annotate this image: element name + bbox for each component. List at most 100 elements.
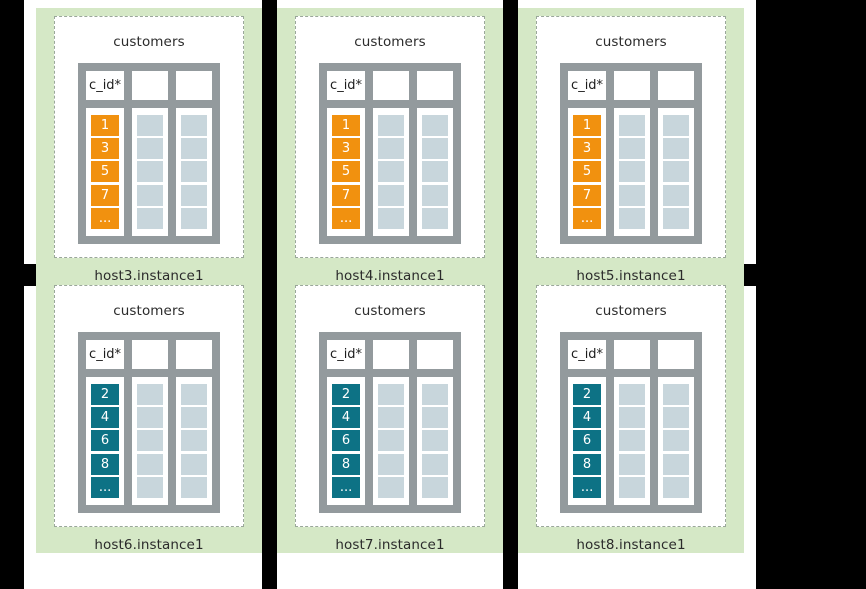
value-cell [662,407,690,429]
value-cell [377,207,405,229]
instance-host3[interactable]: customers c_id* 1 3 5 7 ... [54,16,244,284]
key-cell: 7 [90,184,120,206]
table-body: 2 4 6 8 ... [568,377,695,505]
key-cell: 8 [331,453,361,475]
key-column: 2 4 6 8 ... [327,377,366,505]
page-margin-col2-bottom [277,553,503,589]
value-cell [618,207,646,229]
host-label: host3.instance1 [94,268,204,284]
page-margin-col1-bottom [36,553,262,589]
header-cell-c-id: c_id* [568,340,607,369]
header-cell-3 [658,71,695,100]
database-card: customers c_id* 2 4 6 8 ... [536,285,726,527]
table-body: 2 4 6 8 ... [327,377,454,505]
key-cell-ellipsis: ... [90,476,120,498]
value-cell [136,407,164,429]
table-title: customers [113,34,185,50]
key-cell: 1 [572,115,602,137]
table-title: customers [113,303,185,319]
host-column-3: customers c_id* 1 3 5 7 ... [518,8,744,553]
value-cell [421,476,449,498]
table-frame: c_id* 1 3 5 7 ... [560,63,702,244]
header-cell-c-id: c_id* [568,71,607,100]
key-cell: 4 [90,407,120,429]
value-cell [180,384,208,406]
value-cell [377,384,405,406]
key-cell: 5 [572,161,602,183]
key-cell: 1 [331,115,361,137]
edge-notch-right [744,264,784,286]
key-cell-ellipsis: ... [331,207,361,229]
table-header-row: c_id* [86,71,213,100]
header-cell-2 [132,71,169,100]
header-cell-3 [417,340,454,369]
key-cell: 7 [572,184,602,206]
header-cell-3 [176,340,213,369]
key-column: 2 4 6 8 ... [86,377,125,505]
key-cell: 8 [90,453,120,475]
value-cell [662,384,690,406]
key-cell: 5 [90,161,120,183]
value-cell [136,161,164,183]
value-cell [136,430,164,452]
value-cell [180,430,208,452]
key-cell: 2 [90,384,120,406]
value-cell [377,138,405,160]
instance-host4[interactable]: customers c_id* 1 3 5 7 ... [295,16,485,284]
header-cell-c-id: c_id* [86,71,125,100]
host-column-2: customers c_id* 1 3 5 7 ... [277,8,503,553]
table-frame: c_id* 1 3 5 7 ... [78,63,220,244]
value-cell [618,430,646,452]
database-card: customers c_id* 2 4 6 8 ... [295,285,485,527]
instance-host7[interactable]: customers c_id* 2 4 6 8 ... [295,285,485,553]
value-column-1 [373,108,410,236]
table-frame: c_id* 2 4 6 8 ... [560,332,702,513]
value-cell [618,453,646,475]
value-column-1 [614,108,651,236]
key-cell: 6 [331,430,361,452]
value-column-2 [417,377,454,505]
table-frame: c_id* 2 4 6 8 ... [78,332,220,513]
value-column-1 [132,377,169,505]
value-cell [421,407,449,429]
value-cell [421,384,449,406]
host-label: host7.instance1 [335,537,445,553]
value-cell [618,476,646,498]
header-cell-3 [417,71,454,100]
value-cell [180,476,208,498]
table-header-row: c_id* [86,340,213,369]
key-cell: 4 [572,407,602,429]
value-cell [618,115,646,137]
value-cell [180,138,208,160]
table-title: customers [354,34,426,50]
table-title: customers [354,303,426,319]
key-column: 1 3 5 7 ... [86,108,125,236]
key-cell: 3 [572,138,602,160]
key-cell-ellipsis: ... [572,207,602,229]
instance-host5[interactable]: customers c_id* 1 3 5 7 ... [536,16,726,284]
value-cell [136,184,164,206]
value-cell [421,161,449,183]
value-cell [662,115,690,137]
host-label: host5.instance1 [576,268,686,284]
value-cell [136,115,164,137]
value-column-2 [658,377,695,505]
value-cell [180,115,208,137]
header-cell-2 [373,71,410,100]
database-card: customers c_id* 2 4 6 8 ... [54,285,244,527]
value-cell [662,184,690,206]
key-cell: 4 [331,407,361,429]
instance-host6[interactable]: customers c_id* 2 4 6 8 ... [54,285,244,553]
value-cell [618,184,646,206]
key-cell: 1 [90,115,120,137]
header-cell-c-id: c_id* [327,340,366,369]
value-column-2 [658,108,695,236]
value-cell [662,430,690,452]
table-body: 1 3 5 7 ... [86,108,213,236]
value-column-1 [373,377,410,505]
table-header-row: c_id* [327,71,454,100]
key-column: 1 3 5 7 ... [327,108,366,236]
table-title: customers [595,303,667,319]
value-column-2 [417,108,454,236]
instance-host8[interactable]: customers c_id* 2 4 6 8 ... [536,285,726,553]
